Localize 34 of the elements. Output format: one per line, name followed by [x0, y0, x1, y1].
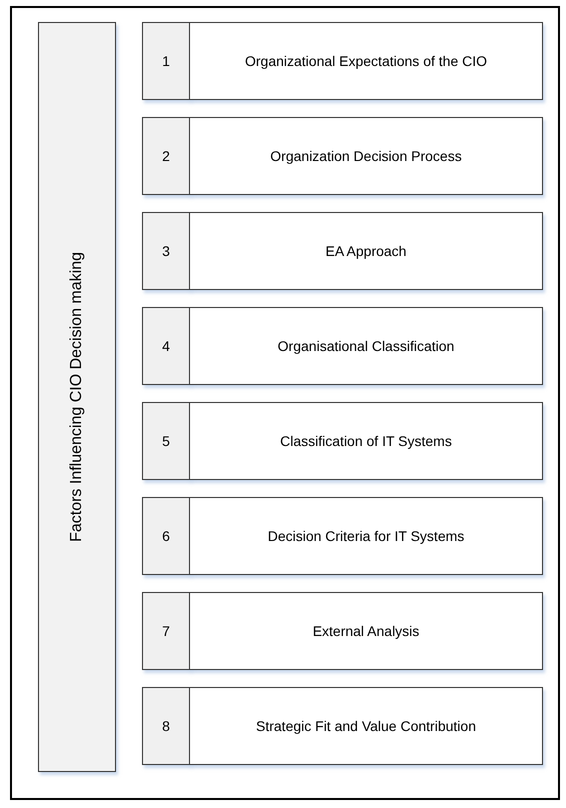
item-number: 5: [162, 432, 170, 450]
item-number: 8: [162, 716, 170, 736]
item-number: 4: [162, 336, 170, 356]
number-box: [142, 117, 190, 195]
factor-box: [189, 402, 543, 480]
factor-label: EA Approach: [326, 242, 406, 261]
number-box: [142, 687, 190, 765]
factor-label: Organisational Classification: [278, 336, 454, 356]
factor-label: Classification of IT Systems: [280, 432, 452, 451]
number-box: [142, 592, 190, 670]
item-number: 3: [162, 242, 170, 260]
factor-box: [189, 212, 543, 290]
factor-box: [189, 117, 543, 195]
number-box: [142, 497, 190, 575]
band-title: Factors Influencing CIO Decision making: [67, 252, 86, 542]
factor-box: [189, 497, 543, 575]
number-box: [142, 212, 190, 290]
factor-label: Strategic Fit and Value Contribution: [256, 716, 476, 736]
factor-box: [189, 592, 543, 670]
factor-label: External Analysis: [312, 622, 420, 641]
item-number: 6: [162, 526, 170, 546]
factor-label: Organization Decision Process: [270, 146, 462, 166]
factor-box: [189, 687, 543, 765]
factor-label: Organizational Expectations of the CIO: [244, 52, 488, 71]
number-box: [142, 307, 190, 385]
factor-label: Decision Criteria for IT Systems: [268, 526, 464, 546]
factor-box: [189, 307, 543, 385]
number-box: [142, 402, 190, 480]
item-number: 1: [162, 52, 170, 70]
factor-box: [189, 22, 543, 100]
category-band: [38, 22, 116, 772]
item-number: 2: [162, 146, 170, 166]
number-box: [142, 22, 190, 100]
item-number: 7: [162, 622, 170, 640]
